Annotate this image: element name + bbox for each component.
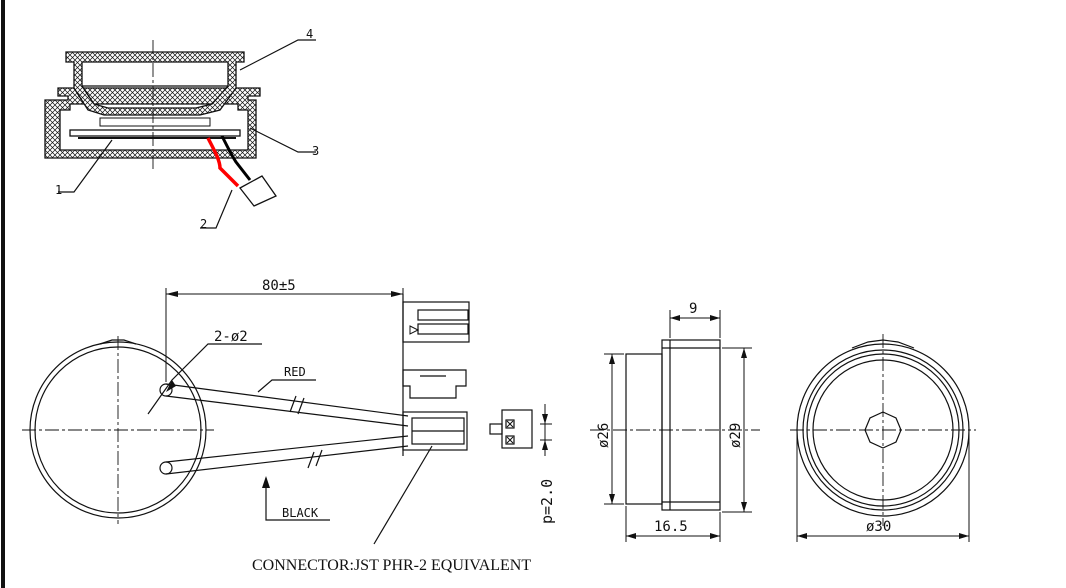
dim-pitch: p=2.0: [538, 479, 556, 524]
label-black: BLACK: [282, 506, 319, 520]
horn-cup: [65, 51, 245, 116]
dim-d29: ø29: [728, 423, 744, 448]
piezo-disk: [69, 129, 241, 137]
connector-views: CONNECTOR:JST PHR-2 EQUIVALENT p=2.0: [252, 294, 556, 574]
dim-wire-length: 80±5: [262, 278, 296, 294]
label-holes: 2-ø2: [214, 329, 248, 345]
callout-3: 3: [312, 144, 319, 158]
connector-note: CONNECTOR:JST PHR-2 EQUIVALENT: [252, 557, 531, 574]
callout-1: 1: [55, 183, 62, 197]
hole-bottom: [159, 461, 173, 475]
dim-d26: ø26: [596, 423, 612, 448]
side-view: 9 ø26 ø29 16.5: [590, 301, 760, 542]
label-red: RED: [284, 365, 306, 379]
top-view: ø30: [790, 334, 976, 542]
callout-4: 4: [306, 27, 313, 41]
dim-16-5: 16.5: [654, 519, 688, 535]
section-black-wire: [220, 135, 252, 181]
wire-black: [165, 435, 409, 475]
dim-9: 9: [689, 301, 697, 317]
side-body-large: [661, 339, 721, 511]
dim-d30: ø30: [866, 519, 891, 535]
section-view: 4 3 1 2: [44, 27, 319, 231]
top-sound-hole: [864, 411, 902, 449]
callout-2: 2: [200, 217, 207, 231]
section-red-wire: [206, 137, 240, 188]
side-body-small: [625, 353, 663, 505]
bottom-view: 2-ø2 RED BLACK 80±5: [22, 278, 409, 524]
outer-housing: [44, 87, 261, 159]
section-connector: [239, 175, 277, 207]
wire-red: [165, 383, 409, 427]
